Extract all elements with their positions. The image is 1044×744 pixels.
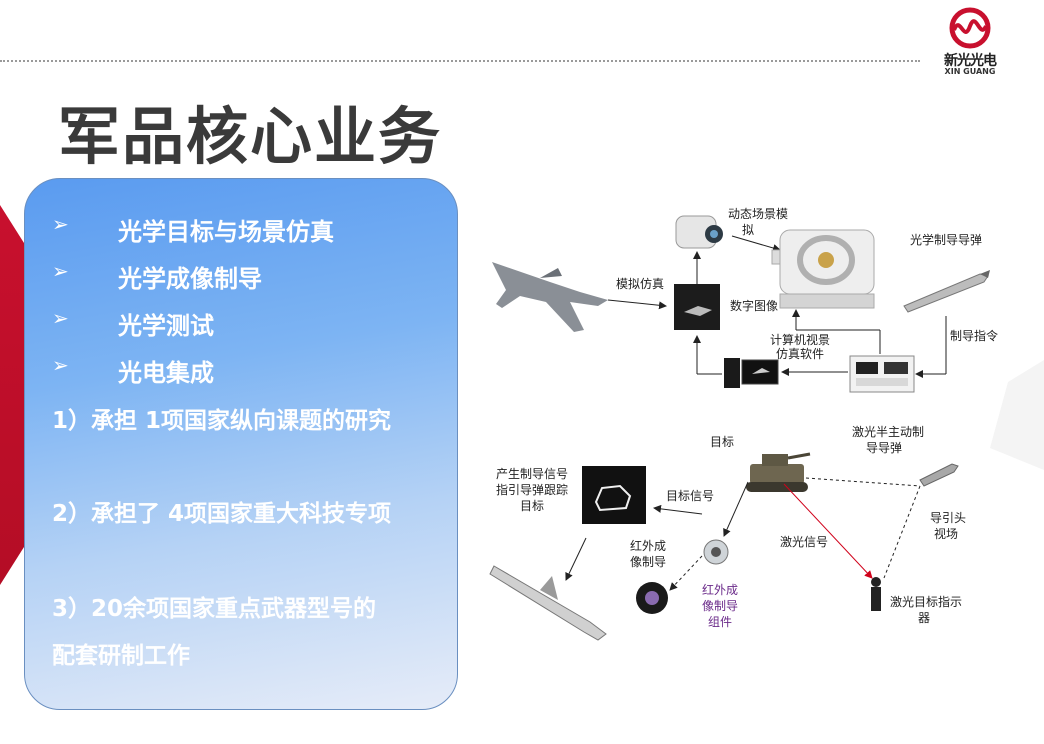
red-accent-bar: [0, 205, 24, 585]
ir-guidance-label: 红外成: [630, 538, 666, 553]
cv-software-label: 计算机视景: [770, 332, 830, 347]
project-line: 1）承担 1项国家纵向课题的研究: [52, 408, 392, 434]
svg-text:指引导弹跟踪: 指引导弹跟踪: [496, 482, 568, 497]
seeker-fov-label: 导引头: [930, 511, 966, 525]
missile-label: 光学制导导弹: [910, 232, 982, 247]
project-line: 配套研制工作: [52, 643, 190, 669]
arrow-bullet-icon: ➢: [52, 212, 69, 236]
svg-text:组件: 组件: [708, 615, 732, 629]
svg-text:拟: 拟: [742, 223, 754, 237]
svg-text:像制导: 像制导: [702, 599, 738, 613]
svg-text:视场: 视场: [934, 526, 958, 541]
logo-text-cn: 新光光电: [944, 53, 997, 69]
ir-missile-icon: [489, 565, 607, 641]
project-line: 3）20余项国家重点武器型号的: [52, 596, 377, 622]
ir-guidance-component-icon: [703, 539, 729, 565]
digital-image-label: 数字图像: [730, 298, 778, 313]
page-title: 军品核心业务: [58, 100, 443, 173]
turntable-simulator-icon: [771, 229, 875, 309]
laser-missile-icon: [919, 463, 959, 487]
fighter-jet-icon: [492, 262, 608, 332]
sim-label: 模拟仿真: [616, 277, 664, 291]
guided-missile-icon: [903, 270, 990, 313]
project-line: 2）承担了 4项国家重大科技专项: [52, 501, 392, 527]
svg-text:像制导: 像制导: [630, 555, 666, 569]
laser-designator-label: 激光目标指示: [890, 594, 962, 609]
target-signal-label: 目标信号: [666, 489, 714, 503]
scene-projector-icon: [675, 215, 723, 249]
laser-signal-label: 激光信号: [780, 535, 828, 549]
computer-icon: [724, 358, 779, 388]
svg-text:仿真软件: 仿真软件: [776, 347, 824, 361]
business-panel: [24, 178, 458, 710]
thermal-image-icon: [582, 466, 646, 524]
tank-icon: [746, 452, 811, 492]
system-diagram: 模拟仿真 数字图像 动态场景模 拟 光学制导导弹 计算机视景 仿真软件: [489, 207, 998, 641]
arrow-bullet-icon: ➢: [52, 306, 69, 330]
control-cabinet-icon: [849, 355, 915, 393]
laser-missile-label: 激光半主动制: [852, 425, 924, 439]
arrow-bullet-icon: ➢: [52, 353, 69, 377]
ir-seeker-icon: [636, 582, 668, 614]
svg-text:导导弹: 导导弹: [866, 441, 902, 455]
laser-designator-icon: [871, 577, 881, 611]
header-divider: [0, 60, 920, 62]
guidance-cmd-label: 制导指令: [950, 328, 998, 343]
gen-signal-label: 产生制导信号: [496, 467, 568, 481]
logo-text-en: XIN GUANG: [944, 67, 996, 76]
company-logo-icon: [949, 7, 991, 49]
svg-text:目标: 目标: [520, 499, 544, 513]
arrow-bullet-icon: ➢: [52, 259, 69, 283]
svg-text:器: 器: [918, 611, 930, 625]
target-label: 目标: [710, 435, 734, 449]
ir-component-label: 红外成: [702, 582, 738, 597]
dynamic-scene-label: 动态场景模: [728, 207, 788, 221]
